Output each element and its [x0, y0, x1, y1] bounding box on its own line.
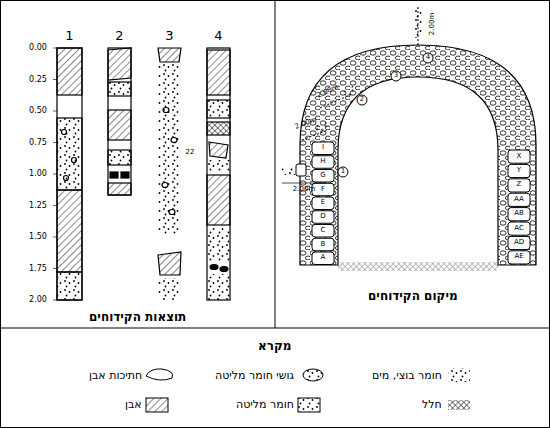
legend-label: גושי חומר מליטה [215, 370, 294, 382]
stone-letter: AC [514, 225, 524, 233]
stone-letter: I [322, 144, 324, 152]
stone-letter: Z [517, 182, 522, 190]
legend-label: אבן [125, 399, 142, 411]
panel-caption: תוצאות הקידוחים [89, 311, 186, 324]
dimension: 2.00m [293, 186, 315, 194]
stone-letter: AE [514, 254, 523, 262]
depth-value: 1.25 [29, 201, 47, 210]
callout-number: 2 [360, 96, 364, 104]
column-number: 3 [165, 29, 173, 43]
column-number: 2 [115, 29, 123, 43]
panel: מיקום הקידוחים [275, 0, 550, 328]
stone-letter: AA [514, 196, 524, 204]
stone-letter: B [321, 241, 326, 249]
stone-letter: F [321, 186, 325, 194]
stone-letter: D [320, 213, 325, 221]
column-number: 1 [65, 29, 73, 43]
stone-letter: C [321, 227, 326, 235]
stone-letter: X [517, 153, 522, 161]
callout-number: 3 [394, 72, 398, 80]
legend-label: חומר מליטה [236, 399, 294, 411]
legend-label: חלל [422, 399, 442, 411]
note-number: 22 [186, 149, 195, 157]
dimension: 2.00m [429, 13, 437, 35]
callout-number: 4 [426, 54, 430, 62]
depth-value: 0.50 [29, 107, 47, 116]
depth-value: 1.75 [29, 264, 47, 273]
stone-letter: E [321, 199, 325, 207]
stone-letter: A [321, 254, 326, 262]
depth-value: 0.00 [29, 44, 47, 53]
depth-value: 2.00 [29, 296, 47, 305]
legend-label: חתיכות אבן [89, 370, 142, 382]
callout-number: 1 [341, 168, 345, 176]
panel-caption: מיקום הקידוחים [368, 290, 458, 303]
stone-letter: AB [514, 210, 524, 218]
column-number: 4 [214, 29, 222, 43]
legend-label: חומר בוצי, מים [372, 370, 442, 382]
stone-letter: G [320, 172, 325, 180]
stone-letter: H [320, 158, 325, 166]
depth-value: 1.50 [29, 233, 47, 242]
stone-letter: AD [514, 239, 524, 247]
depth-value: 1.00 [29, 170, 47, 179]
depth-value: 0.75 [29, 138, 47, 147]
stone-letter: Y [517, 167, 521, 175]
depth-value: 0.25 [29, 75, 47, 84]
panel-caption: מקרא [258, 340, 291, 353]
